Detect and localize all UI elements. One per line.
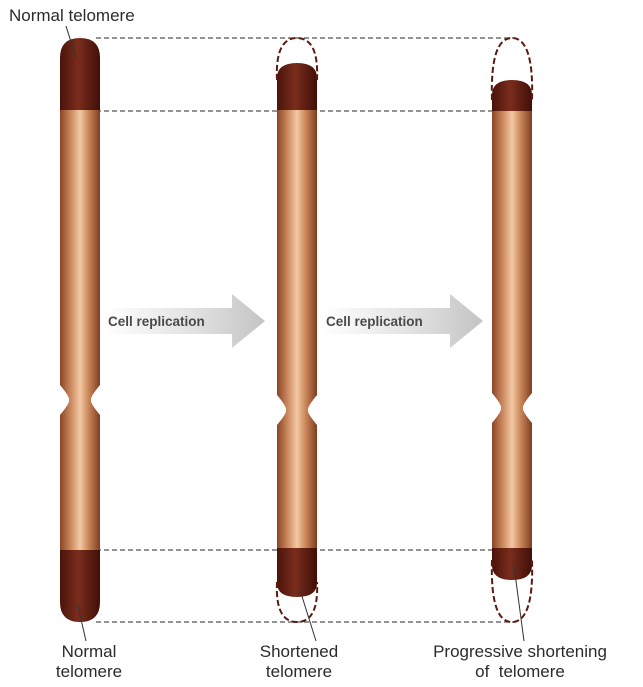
label-progressive-shortening: Progressive shortening of telomere	[410, 642, 630, 682]
chromosome-progressive	[492, 38, 532, 641]
telomere-bottom	[60, 550, 100, 622]
label-line-1: Shortened	[244, 642, 354, 662]
label-normal-telomere-bottom: Normal telomere	[44, 642, 134, 682]
chromosome-body	[277, 108, 317, 550]
arrow-label: Cell replication	[108, 314, 205, 329]
label-line-1: Normal	[44, 642, 134, 662]
label-line-1: Progressive shortening	[410, 642, 630, 662]
telomere-top	[277, 63, 317, 110]
telomere-top	[60, 38, 100, 110]
chromosome-normal	[60, 38, 100, 622]
label-line-2: telomere	[244, 662, 354, 682]
replication-arrow-1: Cell replication	[104, 294, 265, 348]
telomere-bottom	[277, 548, 317, 597]
label-normal-telomere-top: Normal telomere	[9, 6, 135, 26]
telomere-top	[492, 80, 532, 111]
chromosome-body	[492, 108, 532, 552]
arrow-label: Cell replication	[326, 314, 423, 329]
label-line-2: of telomere	[410, 662, 630, 682]
chromosome-body	[60, 110, 100, 555]
label-shortened-telomere: Shortened telomere	[244, 642, 354, 682]
chromosome-shortened	[277, 38, 317, 641]
pointer-line	[300, 590, 316, 641]
label-line-2: telomere	[44, 662, 134, 682]
telomere-bottom	[492, 548, 532, 580]
replication-arrow-2: Cell replication	[322, 294, 483, 348]
